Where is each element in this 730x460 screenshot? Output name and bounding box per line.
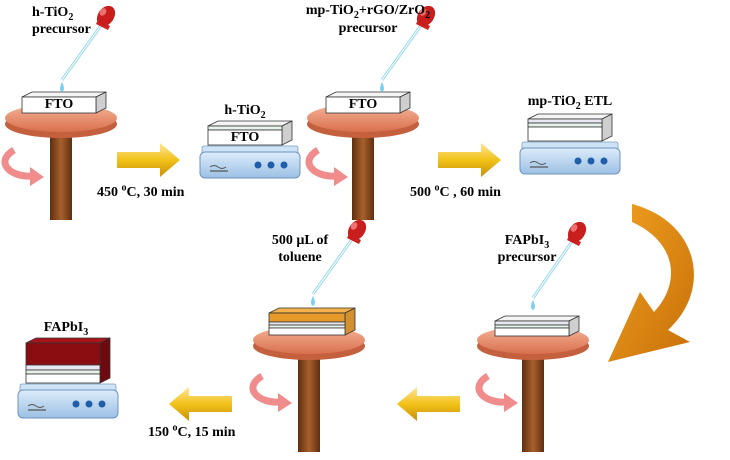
fto-label-1: FTO bbox=[44, 97, 74, 112]
step3-sub-b: 2 bbox=[425, 9, 431, 21]
step1-sub: 2 bbox=[68, 11, 74, 23]
step2-cond-sup: o bbox=[121, 182, 127, 194]
step3-line2: precursor bbox=[338, 21, 398, 36]
step5-sub: 3 bbox=[544, 239, 550, 251]
big-curved-arrow bbox=[608, 204, 694, 362]
step4-condition: 500 oC , 60 min bbox=[410, 182, 501, 201]
step4-cond-sup: o bbox=[434, 182, 440, 194]
fto-substrate bbox=[21, 96, 97, 114]
step4-title-sub: 2 bbox=[575, 100, 581, 112]
spin-shaft bbox=[50, 130, 72, 220]
arrow-left-3 bbox=[397, 387, 460, 421]
arrow-left-4 bbox=[169, 387, 232, 421]
dropper-2 bbox=[380, 5, 436, 92]
spin-coater-3 bbox=[475, 221, 589, 452]
step1-line1: h-TiO bbox=[32, 5, 69, 20]
dropper-3 bbox=[531, 221, 587, 310]
step7-cond-rest: C, 15 min bbox=[177, 425, 236, 440]
step3-line1a: mp-TiO bbox=[305, 3, 354, 18]
step6-line1: 500 µL of bbox=[271, 233, 329, 248]
dropper-4 bbox=[311, 219, 367, 306]
spin-coater-1 bbox=[1, 5, 117, 220]
arrow-right-2 bbox=[438, 143, 501, 177]
step1-line2: precursor bbox=[32, 22, 91, 37]
step7-title-sub: 3 bbox=[83, 326, 89, 338]
mp-tio2-layer bbox=[527, 118, 603, 124]
step5-label: FAPbI3 precursor bbox=[498, 232, 557, 266]
fapbi3-perovskite-layer bbox=[25, 342, 101, 366]
hotplate-2 bbox=[519, 113, 621, 175]
step3-line1b: +rGO/ZrO bbox=[358, 3, 426, 18]
step4-title-text: mp-TiO bbox=[527, 94, 576, 109]
step7-title-text: FAPbI bbox=[43, 320, 84, 335]
step5-line2: precursor bbox=[497, 250, 557, 265]
step1-label: h-TiO2 precursor bbox=[32, 4, 91, 38]
dropper-1 bbox=[60, 5, 116, 92]
step7-condition: 150 oC, 15 min bbox=[148, 422, 236, 441]
rotation-arrow bbox=[1, 147, 35, 180]
spin-coater-2 bbox=[305, 5, 436, 220]
hotplate-1 bbox=[199, 120, 301, 179]
step6-line2: toluene bbox=[278, 250, 322, 265]
spin-coater-4 bbox=[249, 219, 367, 452]
step2-title-sub: 2 bbox=[260, 109, 266, 121]
step2-condition: 450 oC, 30 min bbox=[97, 182, 185, 201]
step6-label: 500 µL of toluene bbox=[272, 232, 328, 266]
step5-line1: FAPbI bbox=[504, 233, 545, 248]
step3-label: mp-TiO2+rGO/ZrO2 precursor bbox=[306, 2, 430, 38]
step7-cond-value: 150 bbox=[148, 425, 173, 440]
step7-cond-sup: o bbox=[172, 422, 178, 434]
step2-title-text: h-TiO bbox=[224, 103, 261, 118]
step2-cond-value: 450 bbox=[97, 185, 122, 200]
hotplate-3 bbox=[17, 337, 119, 419]
step4-cond-rest: C , 60 min bbox=[439, 185, 501, 200]
step2-title: h-TiO2 bbox=[224, 103, 266, 121]
fto-label-3: FTO bbox=[348, 97, 378, 112]
arrow-right-1 bbox=[117, 143, 180, 177]
step4-title-rest: ETL bbox=[580, 94, 613, 109]
step4-cond-value: 500 bbox=[410, 185, 435, 200]
step3-sub-a: 2 bbox=[353, 9, 359, 21]
step7-title: FAPbI3 bbox=[43, 320, 89, 338]
step4-title: mp-TiO2 ETL bbox=[527, 94, 613, 112]
fto-label-2: FTO bbox=[230, 130, 260, 145]
perovskite-wet-layer bbox=[268, 312, 346, 323]
step2-cond-rest: C, 30 min bbox=[126, 185, 185, 200]
